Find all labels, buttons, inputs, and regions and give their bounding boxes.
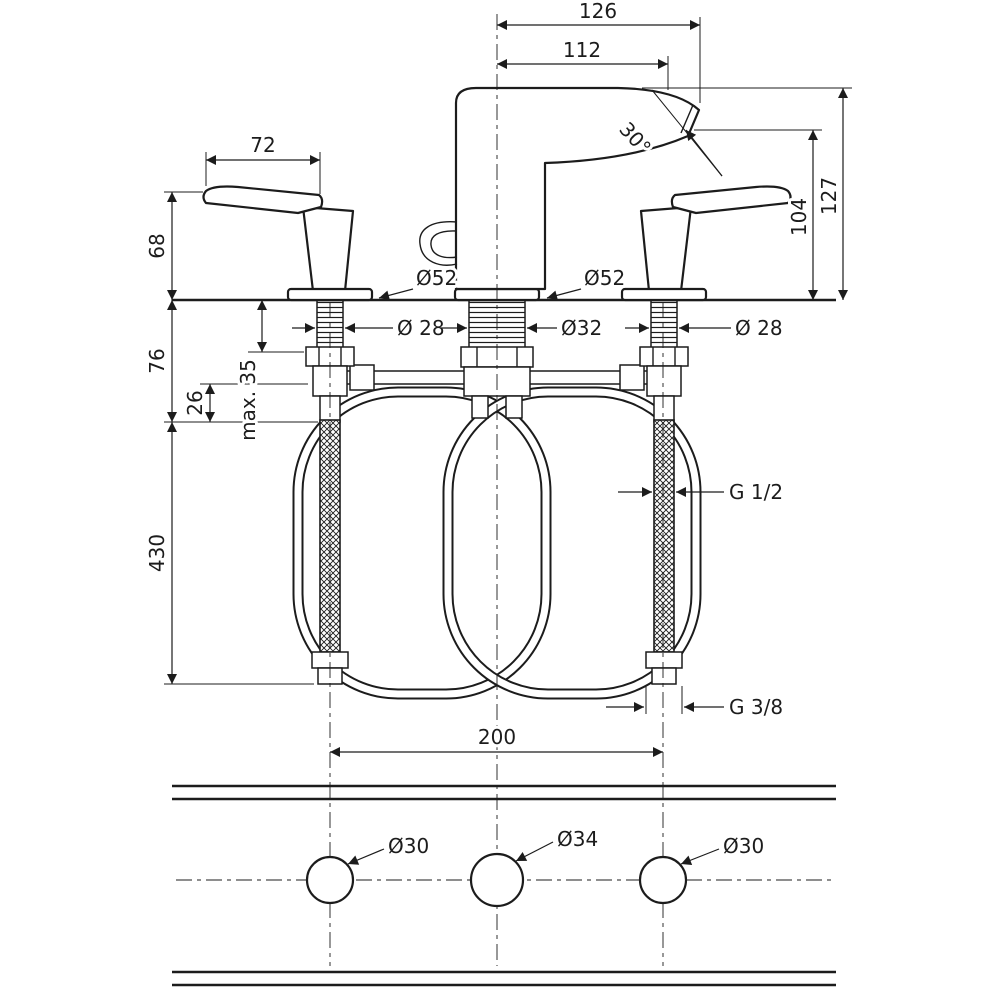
dim-escutcheon-center: Ø52: [546, 263, 628, 301]
dia-28-left-label: Ø 28: [397, 316, 445, 340]
mounting-hole-left: [305, 855, 355, 905]
right-hose-fitting: [653, 395, 675, 423]
mixer-handle-loop: [419, 221, 458, 266]
hole-right-dia-label: Ø30: [723, 834, 764, 858]
right-escutcheon: [620, 287, 708, 302]
right-valve-body: [646, 365, 682, 397]
centerlines: [329, 14, 664, 966]
right-threaded-shank: [650, 299, 678, 350]
dim-hose-length: 430: [142, 422, 314, 685]
spout-body: [454, 86, 701, 291]
dim-height-total: 127: [642, 87, 852, 300]
right-union-nut: [619, 364, 645, 391]
dim-spout-reach: 112: [497, 35, 669, 90]
mounting-hole-center: [469, 852, 525, 908]
dim-72-label: 72: [250, 133, 275, 157]
dim-104-label: 104: [787, 198, 811, 236]
hole-center-dia-label: Ø34: [557, 827, 598, 851]
supply-hose-loops: [292, 386, 702, 700]
dia-52-left-label: Ø52: [416, 266, 457, 290]
right-handle-valve: [620, 185, 792, 302]
dim-shank-center: Ø32: [441, 313, 605, 343]
center-hose-stub-left: [471, 395, 489, 419]
below-deck-right-valve: [522, 299, 689, 423]
dim-max-deck-thickness: max. 35: [233, 300, 304, 444]
dim-inlet-thread: G 1/2: [618, 477, 786, 507]
left-handle-stem: [301, 205, 355, 293]
dim-127-label: 127: [817, 177, 841, 215]
right-handle-stem: [639, 205, 693, 293]
left-handle-lever: [202, 185, 324, 215]
dim-26-label: 26: [183, 390, 207, 415]
mounting-hole-right: [638, 855, 688, 905]
braided-hose-right: [645, 419, 683, 685]
below-deck-left-valve: [305, 299, 472, 423]
dim-escutcheon-left: Ø52: [378, 263, 460, 301]
dim-68-label: 68: [145, 233, 169, 258]
right-hose-end-thread: [651, 667, 677, 685]
dim-76-label: 76: [145, 348, 169, 373]
dim-126-label: 126: [579, 0, 617, 23]
dia-32-center-label: Ø32: [561, 316, 602, 340]
center-hose-stub-right: [505, 395, 523, 419]
dim-below-deck-depth: 76: [142, 300, 318, 423]
dim-200-label: 200: [478, 725, 516, 749]
left-escutcheon: [286, 287, 374, 302]
dim-supply-thread: G 3/8: [606, 686, 786, 722]
dia-52-center-label: Ø52: [584, 266, 625, 290]
right-mounting-nut: [639, 346, 689, 367]
dim-handle-height: 68: [142, 191, 203, 300]
g-three-eighths-label: G 3/8: [729, 695, 783, 719]
left-handle-valve: [202, 185, 374, 302]
dim-handle-width: 72: [205, 130, 321, 194]
dim-hole-spacing: 200: [330, 722, 663, 757]
dim-112-label: 112: [563, 38, 601, 62]
dim-max35-label: max. 35: [236, 359, 260, 441]
dim-valve-offset: 26: [180, 383, 308, 422]
right-hose-end-nut: [645, 651, 683, 669]
plan-view: Ø30 Ø34 Ø30: [172, 784, 836, 987]
dia-28-right-label: Ø 28: [735, 316, 783, 340]
dim-shank-left: Ø 28: [292, 313, 448, 343]
g-half-label: G 1/2: [729, 480, 783, 504]
dim-spout-reach-total: 126: [497, 0, 701, 103]
dim-430-label: 430: [145, 534, 169, 572]
right-handle-lever: [670, 185, 792, 215]
left-union-nut: [349, 364, 375, 391]
dim-shank-right: Ø 28: [625, 313, 786, 343]
hole-left-dia-label: Ø30: [388, 834, 429, 858]
dim-spout-height: 104: [694, 129, 822, 300]
